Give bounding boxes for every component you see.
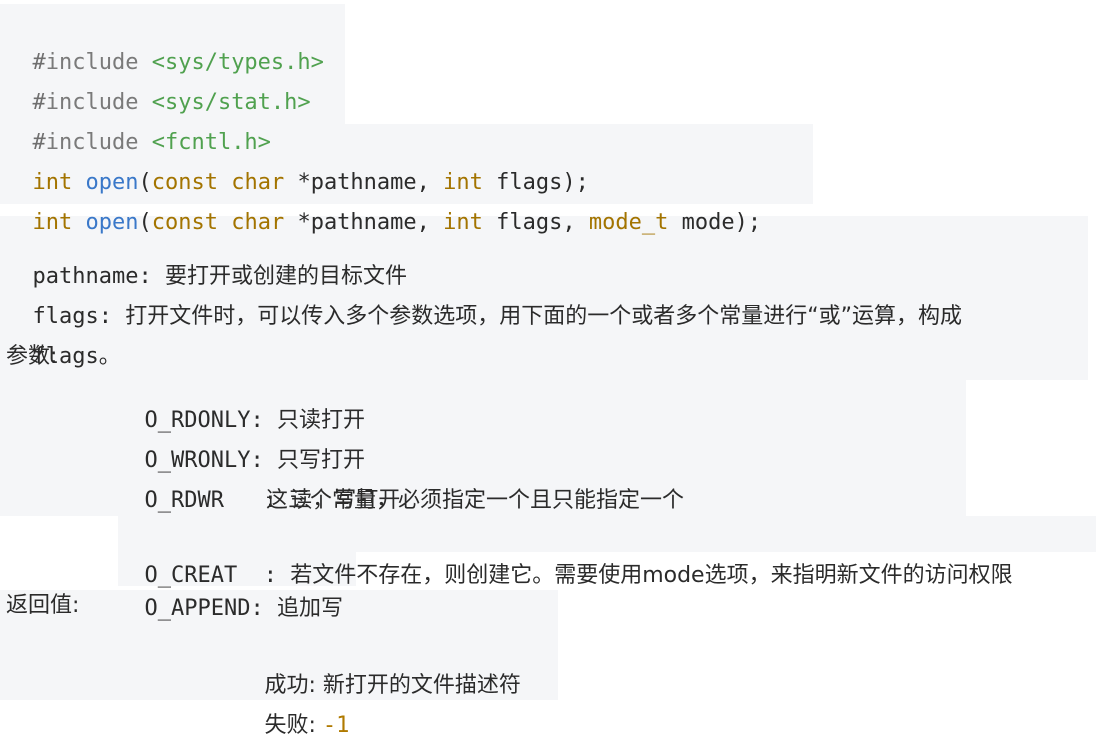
- pathname-label: pathname:: [32, 264, 165, 289]
- int-type: int: [443, 170, 483, 195]
- include-line: #include <sys/types.h>: [6, 3, 324, 75]
- option-append: O_APPEND: 追加写: [118, 549, 343, 621]
- hash-sign: #: [32, 90, 46, 115]
- doc-creat-bg: [118, 516, 1096, 552]
- include-line: #include <fcntl.h>: [6, 83, 271, 155]
- pathname-line: pathname: 要打开或创建的目标文件: [6, 217, 407, 289]
- pathname-desc: 要打开或创建的目标文件: [164, 264, 407, 289]
- include-keyword: include: [45, 130, 139, 155]
- flags-cont: flags。: [32, 344, 121, 369]
- hash-sign: #: [32, 130, 46, 155]
- return-fail: 失败: -1: [238, 666, 350, 738]
- option-name: O_RDWR :: [144, 488, 291, 513]
- option-rdonly: O_RDONLY: 只读打开: [118, 361, 365, 433]
- option-rdwr: O_RDWR : 读，写打开: [118, 441, 401, 513]
- doc-block-bg: [0, 216, 1088, 380]
- option-name: O_RDONLY:: [144, 408, 277, 433]
- const-keyword: const: [151, 170, 218, 195]
- open-paren: (: [138, 210, 152, 235]
- option-name: O_WRONLY:: [144, 448, 277, 473]
- option-note: 这三个常量，必须指定一个且只能指定一个: [266, 488, 685, 513]
- open-prototype-three-args: int open(const char *pathname, int flags…: [6, 163, 762, 235]
- mode-type: mode_t: [588, 210, 669, 235]
- doc-append-bg: [118, 552, 356, 586]
- char-type: char: [231, 170, 285, 195]
- success-desc: 新打开的文件描述符: [322, 673, 521, 698]
- return-success: 成功: 新打开的文件描述符: [238, 626, 521, 698]
- doc-return-bg: [0, 590, 558, 700]
- return-type: int: [32, 170, 73, 195]
- separator: ,: [562, 210, 589, 235]
- doc-options-bg: [0, 380, 966, 516]
- flags-line: flags: 打开文件时，可以传入多个参数选项，用下面的一个或者多个常量进行“或…: [6, 257, 963, 329]
- include-keyword: include: [45, 90, 139, 115]
- fail-value: -1: [322, 713, 350, 738]
- const-keyword: const: [151, 210, 218, 235]
- param-pathname: *pathname,: [284, 210, 444, 235]
- flags-label: flags:: [32, 304, 126, 329]
- option-desc: 只写打开: [276, 448, 365, 473]
- option-wronly: O_WRONLY: 只写打开: [118, 401, 365, 473]
- option-creat: O_CREAT : 若文件不存在，则创建它。需要使用mode选项，来指明新文件的…: [118, 516, 1013, 588]
- param-pathname: *pathname,: [284, 170, 444, 195]
- return-label: 返回值:: [6, 593, 80, 618]
- fail-label: 失败:: [264, 713, 323, 738]
- open-paren: (: [138, 170, 152, 195]
- code-block-prototypes-bg: [0, 124, 813, 204]
- option-desc: 追加写: [276, 596, 343, 621]
- success-label: 成功:: [264, 673, 323, 698]
- include-line: #include <sys/stat.h>: [6, 43, 311, 115]
- header-name: <fcntl.h>: [151, 130, 271, 155]
- header-name: <sys/stat.h>: [151, 90, 311, 115]
- flags-cont-line: flags。: [6, 297, 121, 369]
- params-label: 参数:: [6, 344, 58, 369]
- close-paren: );: [734, 210, 762, 235]
- flags-desc: 打开文件时，可以传入多个参数选项，用下面的一个或者多个常量进行“或”运算，构成: [125, 304, 963, 329]
- function-name: open: [85, 210, 139, 235]
- option-desc: 只读打开: [276, 408, 365, 433]
- open-prototype-two-args: int open(const char *pathname, int flags…: [6, 123, 589, 195]
- option-desc: 读，写打开: [290, 488, 401, 513]
- function-name: open: [85, 170, 139, 195]
- close-paren: );: [562, 170, 589, 195]
- header-name: <sys/types.h>: [151, 50, 324, 75]
- param-flags: flags: [482, 170, 563, 195]
- char-type: char: [231, 210, 285, 235]
- int-type: int: [443, 210, 483, 235]
- option-name: O_APPEND:: [144, 596, 277, 621]
- param-flags: flags: [482, 210, 563, 235]
- include-keyword: include: [45, 50, 139, 75]
- param-mode: mode: [668, 210, 735, 235]
- option-desc: 若文件不存在，则创建它。需要使用mode选项，来指明新文件的访问权限: [290, 563, 1013, 588]
- return-type: int: [32, 210, 73, 235]
- code-block-includes-bg: [0, 4, 345, 124]
- option-name: O_CREAT :: [144, 563, 291, 588]
- hash-sign: #: [32, 50, 46, 75]
